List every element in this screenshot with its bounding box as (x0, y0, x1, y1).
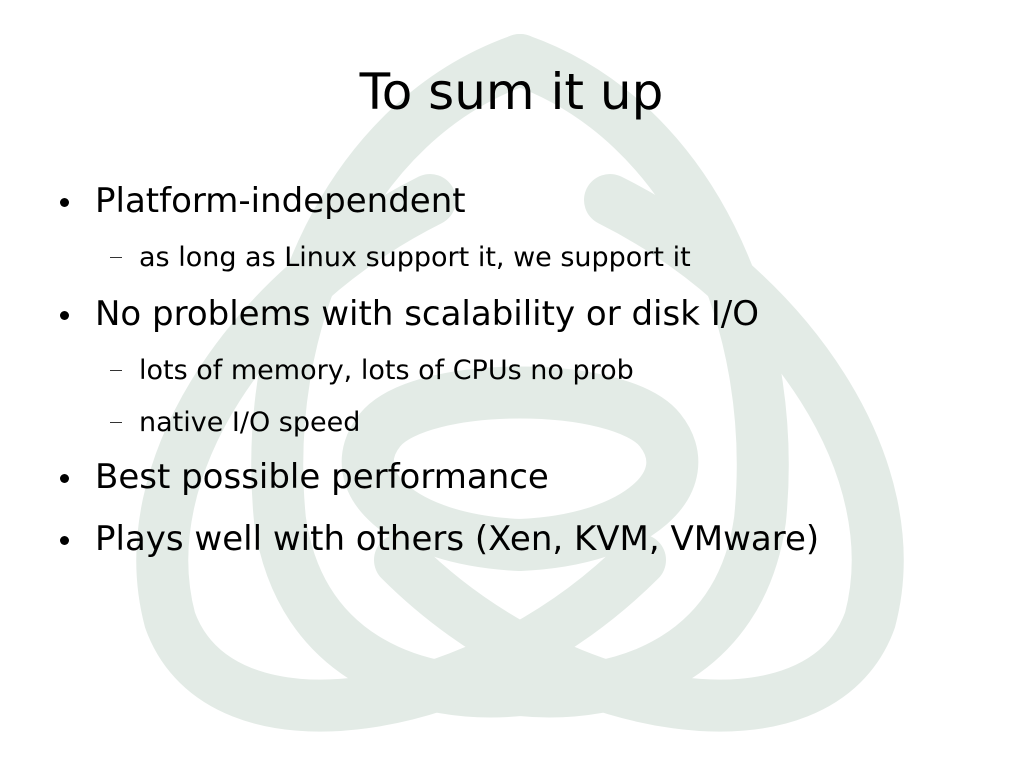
sub-bullet-text: lots of memory, lots of CPUs no prob (139, 355, 634, 386)
bullet-text: Best possible performance (95, 457, 549, 497)
sub-bullet-text: native I/O speed (139, 407, 361, 438)
bullet-dot-icon (60, 198, 69, 207)
bullet-dot-icon (60, 311, 69, 320)
bullet-text: Plays well with others (Xen, KVM, VMware… (95, 519, 820, 559)
bullet-text: Platform-independent (95, 181, 466, 221)
bullet-text: No problems with scalability or disk I/O (95, 294, 759, 334)
dash-icon (110, 370, 122, 371)
bullet-dot-icon (60, 536, 69, 545)
bullet-dot-icon (60, 474, 69, 483)
dash-icon (110, 257, 122, 258)
dash-icon (110, 422, 122, 423)
slide-title: To sum it up (359, 63, 664, 121)
sub-bullet-text: as long as Linux support it, we support … (139, 242, 691, 273)
